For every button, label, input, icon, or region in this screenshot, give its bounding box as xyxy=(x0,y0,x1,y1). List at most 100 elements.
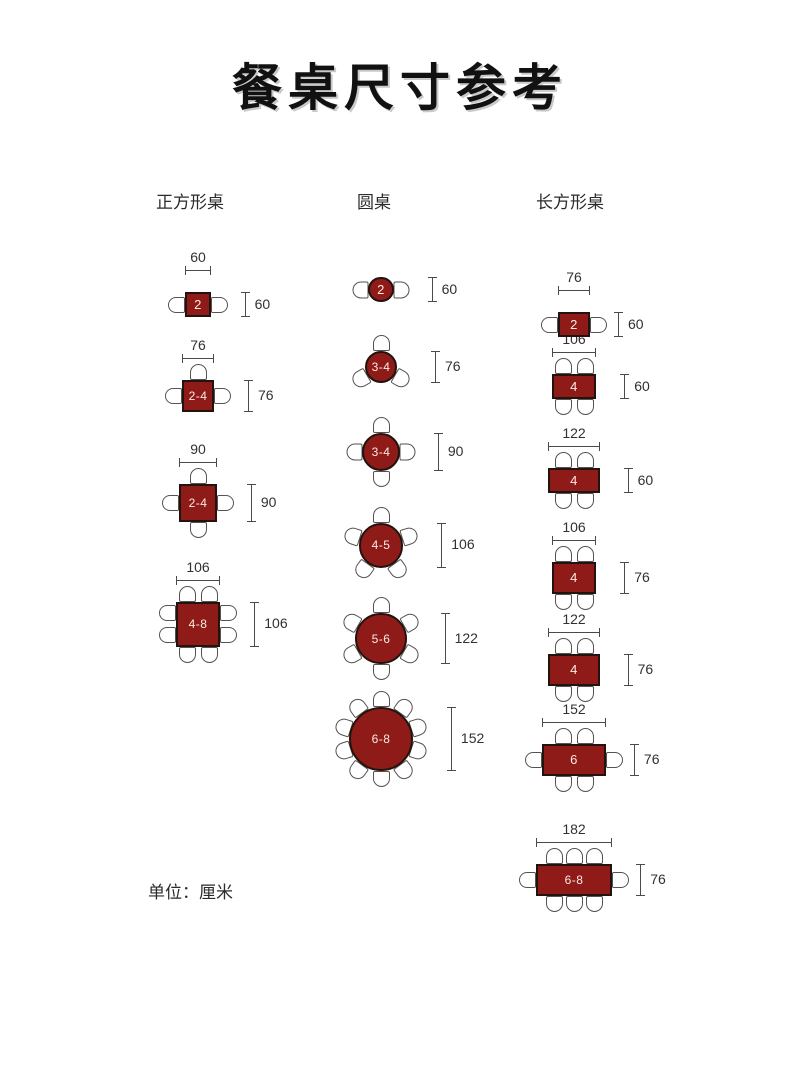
chair xyxy=(210,296,228,313)
chair xyxy=(554,775,572,792)
chair xyxy=(576,452,594,468)
chair xyxy=(372,664,390,681)
chair xyxy=(178,586,196,602)
dimension-label-width: 106 xyxy=(186,559,210,575)
seat-count-label: 6 xyxy=(570,752,578,768)
seat-count-label: 3-4 xyxy=(371,444,391,459)
column-heading-rectangular: 长方形桌 xyxy=(536,193,604,213)
dimension-label-depth: 60 xyxy=(637,471,654,488)
round-table-group-60: 2 60 xyxy=(336,252,486,347)
dimension-line-horizontal xyxy=(179,458,217,467)
chair xyxy=(554,358,572,374)
chair xyxy=(554,452,572,468)
seat-count-label: 2-4 xyxy=(188,495,208,510)
table: 4 xyxy=(548,468,600,494)
dimension-line-horizontal xyxy=(548,628,600,637)
chair xyxy=(576,638,594,654)
table: 2 xyxy=(185,292,211,318)
dimension-line-vertical xyxy=(623,468,633,494)
dimension-label-depth: 76 xyxy=(650,870,666,887)
chair xyxy=(576,546,594,562)
chair xyxy=(576,593,594,610)
dimension-line-vertical xyxy=(620,562,630,594)
chair xyxy=(565,848,583,864)
dimension-line-horizontal xyxy=(551,348,597,357)
dimension-label-width: 182 xyxy=(562,821,586,837)
dimension-line-horizontal xyxy=(542,718,606,727)
chair xyxy=(372,335,390,351)
dimension-label-width: 76 xyxy=(190,337,206,353)
table: 4-8 xyxy=(175,602,221,647)
column-heading-square: 正方形桌 xyxy=(156,193,224,213)
seat-count-label: 4 xyxy=(570,379,578,395)
chair xyxy=(585,848,603,864)
dimension-line-vertical xyxy=(427,277,437,303)
dimension-line-vertical xyxy=(440,613,450,665)
column-heading-round: 圆桌 xyxy=(357,193,391,213)
dimension-line-vertical xyxy=(446,707,456,771)
chair xyxy=(554,728,572,744)
chair xyxy=(605,751,623,768)
table: 2 xyxy=(558,312,590,338)
table: 4 xyxy=(551,562,597,594)
dimension-label-depth: 76 xyxy=(257,386,274,403)
chair xyxy=(541,316,559,333)
round-table: 6-8 xyxy=(349,707,413,771)
chair xyxy=(399,443,416,461)
chair xyxy=(372,470,390,487)
dimension-label-depth: 90 xyxy=(260,493,277,510)
chair xyxy=(554,685,572,702)
chair xyxy=(178,646,196,663)
table: 4 xyxy=(548,654,600,686)
seat-count-label: 2 xyxy=(570,317,578,333)
chair xyxy=(168,296,186,313)
page-title: 餐桌尺寸参考 xyxy=(232,59,568,117)
dimension-line-vertical xyxy=(636,864,646,896)
round-table: 3-4 xyxy=(365,351,397,383)
round-table: 5-6 xyxy=(355,613,407,665)
round-table: 3-4 xyxy=(362,433,400,471)
dimension-label-depth: 152 xyxy=(460,729,485,746)
seat-count-label: 6-8 xyxy=(564,872,584,887)
seat-count-label: 4 xyxy=(570,473,578,489)
chair xyxy=(158,605,176,622)
chair xyxy=(554,638,572,654)
dimension-line-horizontal xyxy=(558,286,590,295)
chair xyxy=(612,871,630,888)
dimension-line-horizontal xyxy=(535,838,613,847)
dimension-line-vertical xyxy=(613,312,623,338)
table: 6-8 xyxy=(535,864,613,896)
dimension-label-width: 122 xyxy=(562,425,586,441)
seat-count-label: 2 xyxy=(194,297,202,313)
dimension-label-depth: 76 xyxy=(643,750,660,767)
chair xyxy=(554,399,572,416)
dimension-line-vertical xyxy=(250,602,260,647)
chair xyxy=(352,281,369,299)
dimension-line-vertical xyxy=(240,292,250,318)
dimension-label-depth: 60 xyxy=(441,280,458,297)
chair xyxy=(565,895,583,912)
chair xyxy=(216,494,234,511)
dimension-label-depth: 106 xyxy=(264,615,288,632)
chair xyxy=(545,848,563,864)
seat-count-label: 5-6 xyxy=(371,631,391,646)
chair xyxy=(162,494,180,511)
unit-note: 单位：厘米 xyxy=(148,883,233,903)
table: 6 xyxy=(542,744,606,776)
dimension-line-vertical xyxy=(623,654,633,686)
dimension-line-vertical xyxy=(243,380,253,412)
dimension-label-depth: 60 xyxy=(254,295,271,312)
chair xyxy=(165,387,183,404)
round-table: 2 xyxy=(368,277,394,303)
chair xyxy=(576,358,594,374)
chair xyxy=(585,895,603,912)
chair xyxy=(346,443,363,461)
